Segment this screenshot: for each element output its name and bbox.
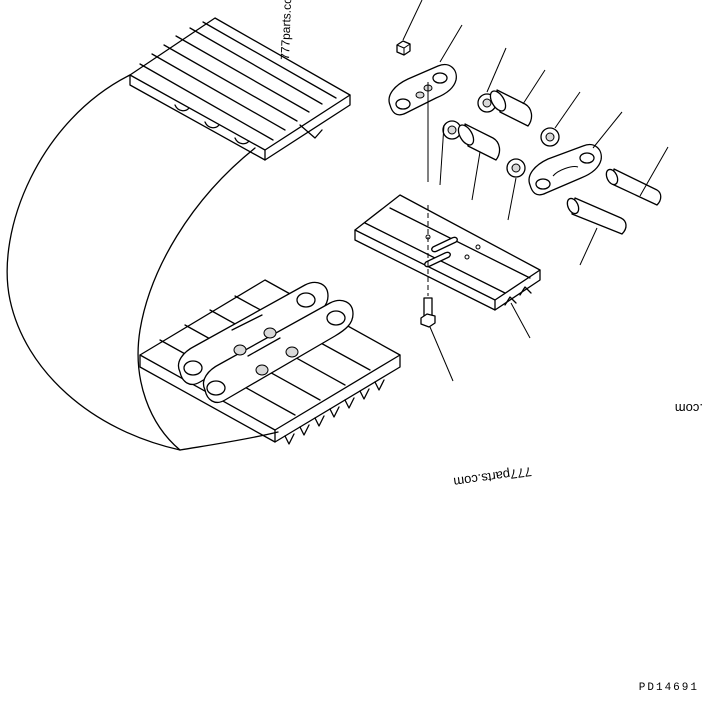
- lower-chain-assembly: [139, 279, 401, 445]
- track-loop: [6, 74, 279, 451]
- shoe-bolt: [420, 297, 436, 328]
- seal-ring-right: [540, 127, 560, 147]
- bushing-upper: [489, 89, 533, 127]
- leader-lines: [402, 0, 669, 382]
- watermark-top: 777parts.co: [278, 0, 294, 60]
- upper-shoe-plates: [129, 17, 351, 161]
- watermark-right: .com: [675, 401, 703, 416]
- track-shoe-plate: [354, 194, 541, 311]
- seal-ring-middle: [442, 120, 462, 140]
- master-link-right: [528, 144, 602, 196]
- seal-ring-lower: [506, 158, 526, 178]
- master-pin-upper: [605, 168, 662, 206]
- master-link-left: [388, 64, 457, 116]
- diagram-code: PD14691: [638, 682, 699, 694]
- master-pin-lower: [566, 197, 627, 235]
- bushing-lower: [457, 123, 501, 161]
- watermark-center: 777parts.com: [453, 464, 533, 490]
- nut: [396, 40, 411, 56]
